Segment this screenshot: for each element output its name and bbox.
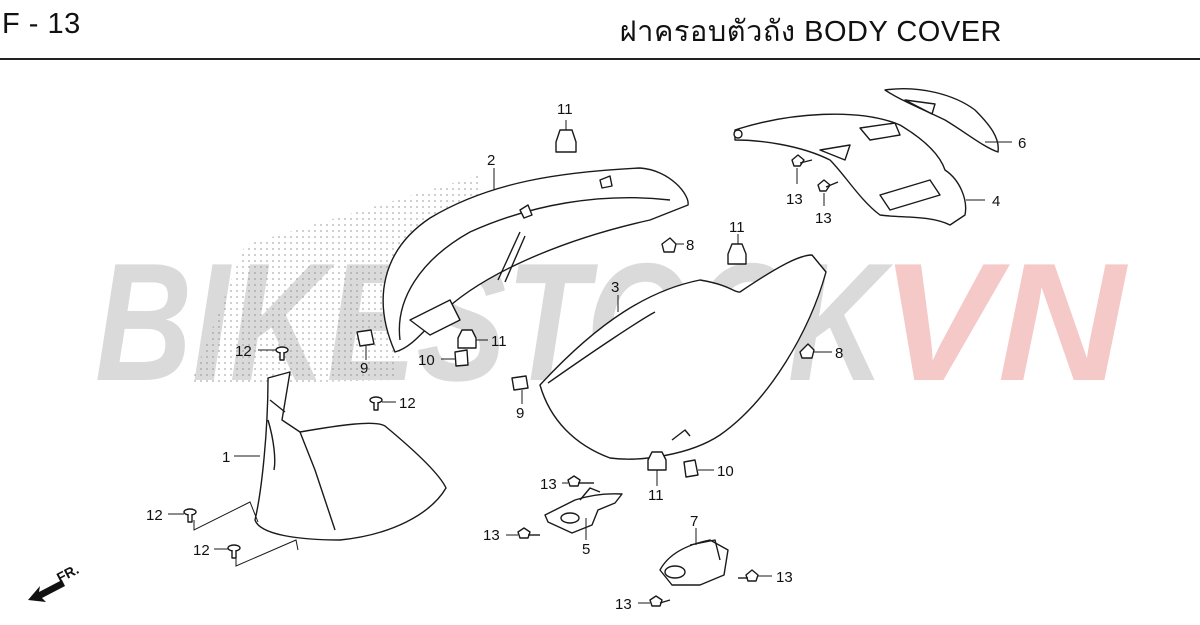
callout-9-b: 9	[516, 405, 524, 422]
header-divider	[0, 58, 1200, 60]
callout-12-c: 12	[146, 507, 163, 524]
callout-12-b: 12	[399, 395, 416, 412]
watermark-right-text: VN	[880, 228, 1129, 416]
callout-11-c: 11	[491, 333, 507, 350]
callout-5: 5	[582, 541, 590, 558]
callout-11-b: 11	[729, 219, 745, 236]
grommet-8-b	[799, 343, 815, 359]
part-4-rear-cover	[733, 113, 967, 226]
callout-4: 4	[992, 193, 1000, 210]
nut-9-b	[511, 375, 529, 391]
clip-11-a	[555, 129, 577, 153]
callout-13-d: 13	[483, 527, 500, 544]
callout-9-a: 9	[360, 360, 368, 377]
screw-12-d	[227, 544, 241, 559]
leader-lines	[168, 120, 1012, 604]
callout-8-a: 8	[686, 237, 694, 254]
callout-13-a: 13	[786, 191, 803, 208]
screw-13-d	[517, 527, 540, 539]
screw-13-a	[791, 154, 813, 167]
screw-12-a	[275, 346, 289, 361]
screw-13-f	[649, 595, 671, 607]
screw-13-e	[738, 569, 759, 582]
callout-8-b: 8	[835, 345, 843, 362]
clip-11-c	[457, 329, 477, 349]
diagram-title: ฝาครอบตัวถัง BODY COVER	[619, 16, 1002, 48]
part-2-upper-cover	[382, 167, 689, 353]
clip-11-b	[727, 243, 747, 265]
callout-1: 1	[222, 449, 230, 466]
callout-7: 7	[690, 513, 698, 530]
part-3-side-cover	[539, 254, 827, 460]
clip-10-b	[683, 459, 699, 478]
grommet-8-a	[661, 237, 677, 253]
callout-13-e: 13	[776, 569, 793, 586]
part-5-bracket	[544, 487, 623, 534]
front-arrow-icon	[28, 580, 65, 602]
front-direction-indicator: FR.	[28, 561, 81, 602]
front-label: FR.	[54, 561, 81, 586]
callout-11-d: 11	[648, 487, 664, 504]
callout-10-b: 10	[717, 463, 734, 480]
stipple-region	[190, 175, 488, 385]
screw-12-b	[369, 396, 383, 411]
callout-13-b: 13	[815, 210, 832, 227]
callout-6: 6	[1018, 135, 1026, 152]
clip-10-a	[454, 349, 469, 367]
callout-2: 2	[487, 152, 495, 169]
callout-11-a: 11	[557, 101, 573, 118]
nut-9-a	[356, 329, 375, 347]
screw-13-c	[567, 475, 594, 487]
callout-13-f: 13	[615, 596, 632, 613]
callout-13-c: 13	[540, 476, 557, 493]
part-1-lower-cover	[254, 371, 447, 541]
callout-12-d: 12	[193, 542, 210, 559]
screw-13-b	[817, 179, 839, 192]
callout-3: 3	[611, 279, 619, 296]
callout-labels: 1 2 3 4 5 6 7 8 8 9 9 10 10 11 11 11 11 …	[146, 101, 1026, 613]
callout-10-a: 10	[418, 352, 435, 369]
clip-11-d	[647, 451, 667, 471]
part-7-bracket	[659, 539, 729, 586]
part-6-spoiler	[884, 88, 999, 153]
diagram-code: F - 13	[2, 8, 81, 40]
screw-12-c	[183, 508, 197, 523]
callout-12-a: 12	[235, 343, 252, 360]
